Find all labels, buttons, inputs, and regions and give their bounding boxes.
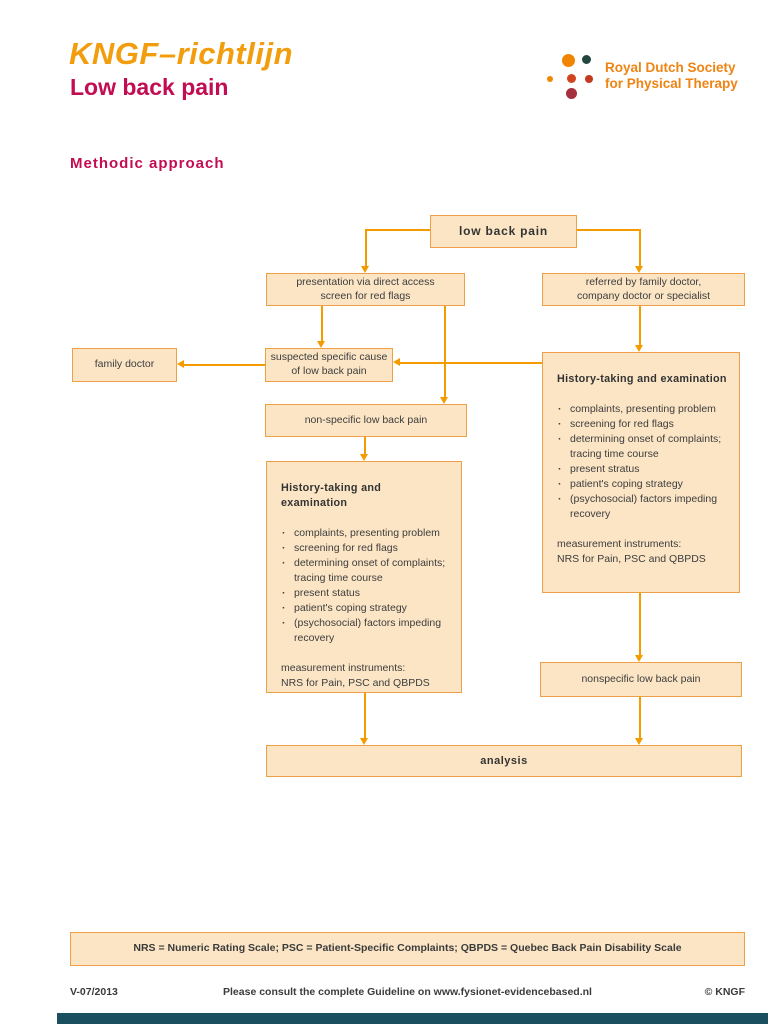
arrow-left-icon — [393, 358, 400, 366]
box-label-line: company doctor or specialist — [576, 289, 711, 302]
flow-box-non-specific: non-specific low back pain — [265, 404, 467, 437]
flow-box-referred: referred by family doctor, company docto… — [542, 273, 745, 306]
arrow-left-icon — [177, 360, 184, 368]
logo-dot-icon — [567, 74, 576, 83]
bullet-item: screening for red flags — [557, 417, 727, 432]
connector-line — [639, 306, 641, 347]
bullet-item: patient's coping strategy — [557, 477, 727, 492]
connector-line — [183, 364, 265, 366]
arrow-down-icon — [317, 341, 325, 348]
logo-dot-icon — [562, 54, 575, 67]
connector-line — [399, 362, 542, 364]
bullet-item: present stratus — [557, 462, 727, 477]
history-bullet-list: complaints, presenting problemscreening … — [281, 526, 449, 646]
measurement-line: measurement instruments: — [557, 538, 682, 550]
version-label: V-07/2013 — [70, 986, 118, 998]
box-label-line: of low back pain — [291, 365, 367, 377]
bullet-item: (psychosocial) factors impeding recovery — [281, 616, 449, 646]
bullet-item: determining onset of complaints; tracing… — [281, 556, 449, 586]
logo-org-line1: Royal Dutch Society — [605, 60, 736, 75]
flow-box-suspected-specific-cause: suspected specific cause of low back pai… — [265, 348, 393, 382]
arrow-down-icon — [440, 397, 448, 404]
bullet-item: screening for red flags — [281, 541, 449, 556]
bullet-item: complaints, presenting problem — [557, 402, 727, 417]
measurement-line: measurement instruments: — [281, 662, 406, 674]
box-label: low back pain — [458, 223, 549, 238]
flow-box-family-doctor: family doctor — [72, 348, 177, 382]
measurement-instruments: measurement instruments: NRS for Pain, P… — [281, 661, 430, 691]
history-bullet-list: complaints, presenting problemscreening … — [557, 402, 727, 522]
bullet-item: (psychosocial) factors impeding recovery — [557, 492, 727, 522]
arrow-down-icon — [360, 738, 368, 745]
logo-dot-icon — [585, 75, 593, 83]
legend-text: NRS = Numeric Rating Scale; PSC = Patien… — [133, 942, 682, 955]
connector-line — [639, 593, 641, 656]
connector-line — [366, 229, 430, 231]
bullet-item: present status — [281, 586, 449, 601]
box-label-line: screen for red flags — [320, 289, 411, 302]
flow-box-presentation: presentation via direct access screen fo… — [266, 273, 465, 306]
box-label: family doctor — [94, 358, 155, 371]
history-heading: History-taking and examination — [281, 482, 382, 509]
measurement-line: NRS for Pain, PSC and QBPDS — [557, 553, 706, 565]
bullet-item: complaints, presenting problem — [281, 526, 449, 541]
arrow-down-icon — [635, 266, 643, 273]
logo-org-name: Royal Dutch Society for Physical Therapy — [605, 60, 738, 92]
flow-box-analysis: analysis — [266, 745, 742, 777]
flow-box-nonspecific-right: nonspecific low back pain — [540, 662, 742, 697]
connector-line — [364, 437, 366, 456]
footer-notice: Please consult the complete Guideline on… — [223, 986, 592, 998]
logo-dot-icon — [547, 76, 553, 82]
copyright-label: © KNGF — [704, 986, 745, 998]
history-heading: History-taking and examination — [557, 373, 727, 385]
document-subtitle: Low back pain — [70, 74, 229, 100]
box-label: analysis — [480, 754, 528, 767]
bottom-accent-bar — [57, 1013, 768, 1024]
connector-line — [365, 229, 367, 267]
measurement-instruments: measurement instruments: NRS for Pain, P… — [557, 537, 706, 567]
measurement-line: NRS for Pain, PSC and QBPDS — [281, 677, 430, 689]
connector-line — [321, 306, 323, 343]
arrow-down-icon — [635, 345, 643, 352]
connector-line — [364, 693, 366, 739]
section-title: Methodic approach — [70, 155, 225, 172]
bullet-item: patient's coping strategy — [281, 601, 449, 616]
arrow-down-icon — [635, 655, 643, 662]
flow-box-low-back-pain: low back pain — [430, 215, 577, 248]
logo-dot-icon — [566, 88, 577, 99]
arrow-down-icon — [361, 266, 369, 273]
connector-line — [444, 306, 446, 399]
logo-dot-icon — [582, 55, 591, 64]
legend-box: NRS = Numeric Rating Scale; PSC = Patien… — [70, 932, 745, 966]
connector-line — [577, 229, 641, 231]
box-label-line: presentation via direct access — [296, 275, 435, 288]
arrow-down-icon — [635, 738, 643, 745]
flow-box-history-right: History-taking and examination complaint… — [542, 352, 740, 593]
bullet-item: determining onset of complaints; tracing… — [557, 432, 727, 462]
connector-line — [639, 697, 641, 739]
logo-org-line2: for Physical Therapy — [605, 76, 738, 92]
document-title: KNGF–richtlijn — [69, 36, 294, 71]
arrow-down-icon — [360, 454, 368, 461]
box-label: nonspecific low back pain — [581, 672, 701, 685]
connector-line — [639, 229, 641, 267]
box-label-line: referred by family doctor, — [585, 275, 702, 288]
flow-box-history-left: History-taking and examination complaint… — [266, 461, 462, 693]
box-label-line: suspected specific cause — [270, 351, 388, 364]
box-label: non-specific low back pain — [304, 413, 428, 426]
